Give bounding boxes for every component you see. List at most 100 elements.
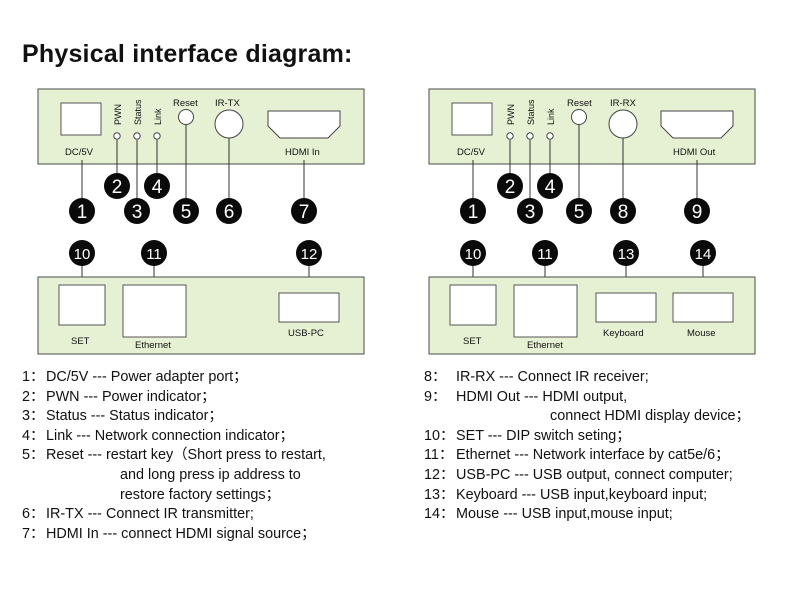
ethernet-label: Ethernet [527, 340, 563, 351]
callout-10: 10 [69, 240, 95, 266]
legend-item: 9：HDMI Out --- HDMI output, [424, 388, 628, 405]
callout-3: 3 [517, 198, 543, 224]
callout-4: 4 [144, 173, 170, 199]
svg-text:2: 2 [505, 177, 516, 198]
hdmi-out-label: HDMI Out [673, 147, 716, 158]
status-led [526, 132, 534, 140]
callout-5: 5 [173, 198, 199, 224]
legend-item: 8：IR-RX --- Connect IR receiver; [424, 369, 649, 385]
svg-text:1: 1 [468, 202, 479, 223]
callout-6: 6 [216, 198, 242, 224]
callout-7: 7 [291, 198, 317, 224]
callout-12: 12 [296, 240, 322, 266]
usb-pc-label: USB-PC [288, 328, 324, 339]
legend-item: 14：Mouse --- USB input,mouse input; [424, 506, 673, 523]
link-label: Link [153, 108, 163, 125]
callout-1: 1 [69, 198, 95, 224]
svg-text:11: 11 [146, 246, 162, 263]
reset-label: Reset [173, 98, 198, 109]
callout-4: 4 [537, 173, 563, 199]
legend-item: 4：Link --- Network connection indicator； [22, 427, 294, 444]
legend-item: 7：HDMI In --- connect HDMI signal source… [22, 525, 316, 542]
ir-tx-label: IR-TX [215, 98, 240, 109]
receiver-unit: DC/5V PWN Status Link Reset IR-RX HDMI O… [428, 88, 756, 355]
svg-text:7: 7 [299, 202, 310, 223]
link-led [546, 132, 554, 140]
ethernet-port [513, 284, 578, 338]
reset-label: Reset [567, 98, 592, 109]
callout-3: 3 [124, 198, 150, 224]
hdmi-in-label: HDMI In [285, 147, 320, 158]
mouse-label: Mouse [687, 328, 716, 339]
svg-text:2: 2 [112, 177, 123, 198]
svg-text:8: 8 [618, 202, 629, 223]
pwn-label: PWN [506, 104, 516, 125]
status-label: Status [526, 99, 536, 125]
ir-rx-port [608, 109, 638, 139]
legend-item: 12：USB-PC --- USB output, connect comput… [424, 466, 733, 483]
set-label: SET [71, 336, 90, 347]
callout-11: 11 [141, 240, 167, 266]
legend-item: 3：Status --- Status indicator； [22, 408, 223, 425]
hdmi-in-port [267, 110, 341, 139]
svg-text:13: 13 [618, 246, 635, 263]
svg-text:12: 12 [301, 246, 318, 263]
callout-14: 14 [690, 240, 716, 266]
transmitter-unit: DC/5V PWN Status Link Reset IR-TX HDMI I… [37, 88, 365, 355]
legend-item: 5：Reset --- restart key（Short press to r… [22, 447, 326, 464]
svg-text:10: 10 [74, 246, 91, 263]
ir-tx-port [214, 109, 244, 139]
legend-right: 8：IR-RX --- Connect IR receiver; 9：HDMI … [424, 368, 750, 525]
reset-button [571, 109, 587, 125]
svg-text:1: 1 [77, 202, 88, 223]
legend-item: 11：Ethernet --- Network interface by cat… [424, 447, 730, 464]
svg-text:3: 3 [525, 202, 536, 223]
svg-text:5: 5 [574, 202, 585, 223]
svg-text:11: 11 [537, 246, 553, 263]
legend-item: 6：IR-TX --- Connect IR transmitter; [22, 506, 254, 523]
legend-continuation: and long press ip address to [120, 466, 301, 483]
svg-text:10: 10 [465, 246, 482, 263]
mouse-port [672, 292, 734, 323]
callout-10: 10 [460, 240, 486, 266]
dc-port [451, 102, 493, 136]
legend-item: 13：Keyboard --- USB input,keyboard input… [424, 486, 708, 503]
link-led [153, 132, 161, 140]
page-title: Physical interface diagram: [22, 40, 353, 68]
keyboard-port [595, 292, 657, 323]
callout-9: 9 [684, 198, 710, 224]
hdmi-out-port [660, 110, 734, 139]
callout-2: 2 [104, 173, 130, 199]
legend-continuation: restore factory settings； [120, 486, 280, 503]
svg-text:14: 14 [695, 246, 712, 263]
dc-port [60, 102, 102, 136]
pwn-led [506, 132, 514, 140]
ethernet-port [122, 284, 187, 338]
set-switch [58, 284, 106, 326]
ir-rx-label: IR-RX [610, 98, 637, 109]
dc-label: DC/5V [65, 147, 94, 158]
pwn-label: PWN [113, 104, 123, 125]
svg-text:5: 5 [181, 202, 192, 223]
legend-item: 1：DC/5V --- Power adapter port； [22, 369, 248, 385]
set-label: SET [463, 336, 482, 347]
ethernet-label: Ethernet [135, 340, 171, 351]
legend-continuation: connect HDMI display device； [550, 408, 750, 425]
reset-button [178, 109, 194, 125]
callout-11: 11 [532, 240, 558, 266]
svg-text:6: 6 [224, 202, 235, 223]
callout-2: 2 [497, 173, 523, 199]
set-switch [449, 284, 497, 326]
callout-8: 8 [610, 198, 636, 224]
svg-text:3: 3 [132, 202, 143, 223]
svg-text:9: 9 [692, 202, 703, 223]
dc-label: DC/5V [457, 147, 486, 158]
callout-13: 13 [613, 240, 639, 266]
legend-item: 10：SET --- DIP switch seting； [424, 427, 631, 444]
link-label: Link [546, 108, 556, 125]
legend-item: 2：PWN --- Power indicator； [22, 388, 216, 405]
usb-pc-port [278, 292, 340, 323]
svg-text:4: 4 [545, 177, 556, 198]
pwn-led [113, 132, 121, 140]
